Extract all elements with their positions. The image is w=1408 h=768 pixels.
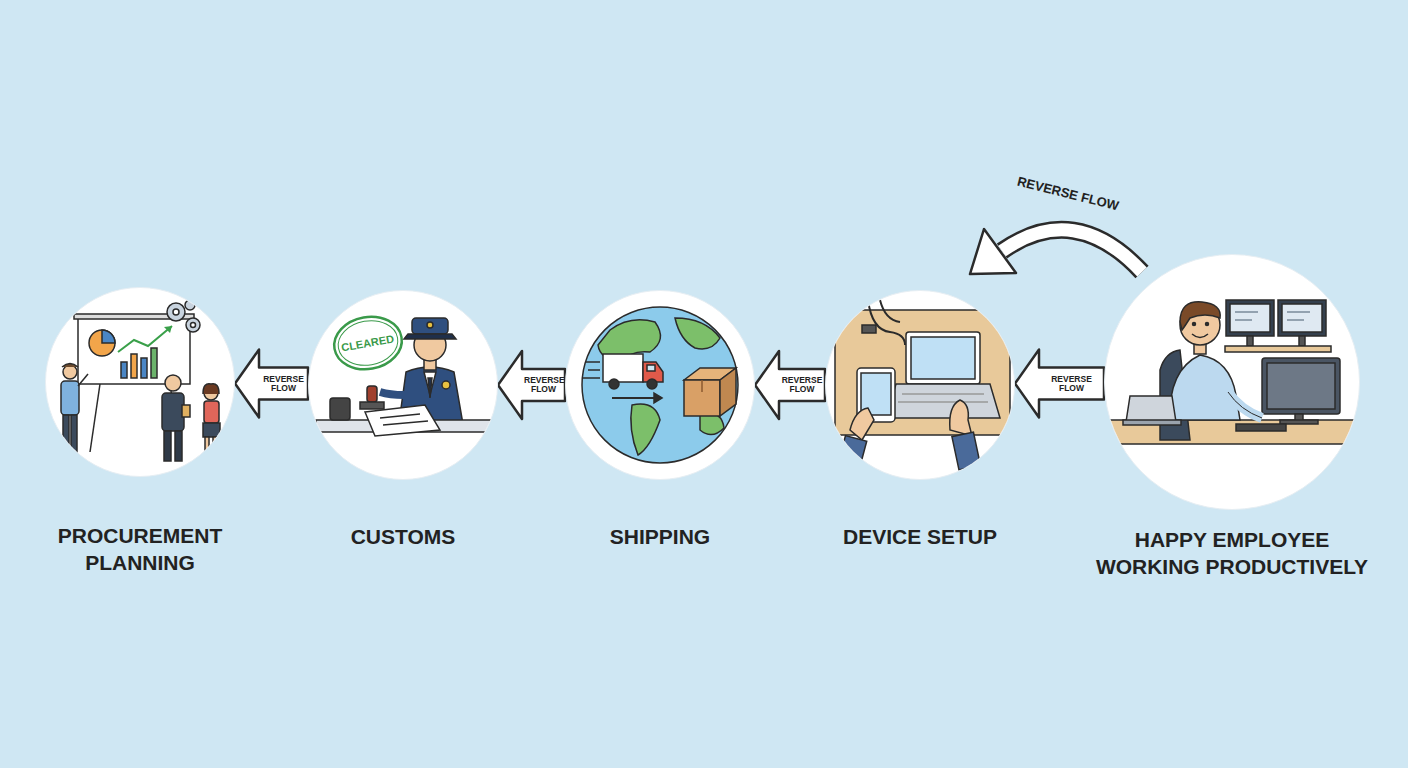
- circle-shape: [826, 291, 1015, 480]
- process-circle: DEVICE SETUP: [825, 290, 1015, 480]
- circle-outline: [45, 287, 235, 477]
- stamp-text: CLEARED: [341, 332, 395, 353]
- block-arrow: [1015, 350, 1104, 418]
- planning-illustration: [61, 300, 220, 461]
- circle-shape: [566, 291, 755, 480]
- device-setup-illustration: [835, 300, 1010, 470]
- edge-label: REVERSE FLOW: [1041, 375, 1102, 393]
- node-heading: HAPPY EMPLOYEE WORKING PRODUCTIVELY: [1087, 526, 1377, 581]
- arrow-label: REVERSE FLOW: [1016, 173, 1121, 213]
- circle-outline: [565, 290, 755, 480]
- edge-label: REVERSE FLOW: [781, 376, 823, 394]
- circle-shape: [1105, 255, 1360, 510]
- circle-outline: [1104, 254, 1360, 510]
- process-circle: SHIPPING: [565, 290, 755, 480]
- circle-outline: [825, 290, 1015, 480]
- edge-label: REVERSE FLOW: [261, 375, 306, 393]
- circle-shape: [309, 291, 498, 480]
- block-arrow: [755, 351, 825, 419]
- process-circle: CUSTOMS: [308, 290, 498, 480]
- node-heading: DEVICE SETUP: [800, 523, 1040, 550]
- node-heading: CUSTOMS: [283, 523, 523, 550]
- edge-label: REVERSE FLOW: [524, 376, 563, 394]
- block-arrow: [498, 351, 565, 419]
- circle-shape: [46, 288, 235, 477]
- node-heading: PROCUREMENT PLANNING: [40, 522, 240, 577]
- process-circle: PROCUREMENT PLANNING: [45, 287, 235, 477]
- employee-illustration: [1100, 300, 1365, 444]
- customs-illustration: [316, 311, 491, 436]
- circle-outline: [308, 290, 498, 480]
- block-arrow: [235, 350, 308, 418]
- curved-arrow: [970, 229, 1142, 274]
- process-circle: HAPPY EMPLOYEE WORKING PRODUCTIVELY: [1104, 254, 1360, 510]
- shipping-illustration: [582, 307, 738, 463]
- node-heading: SHIPPING: [540, 523, 780, 550]
